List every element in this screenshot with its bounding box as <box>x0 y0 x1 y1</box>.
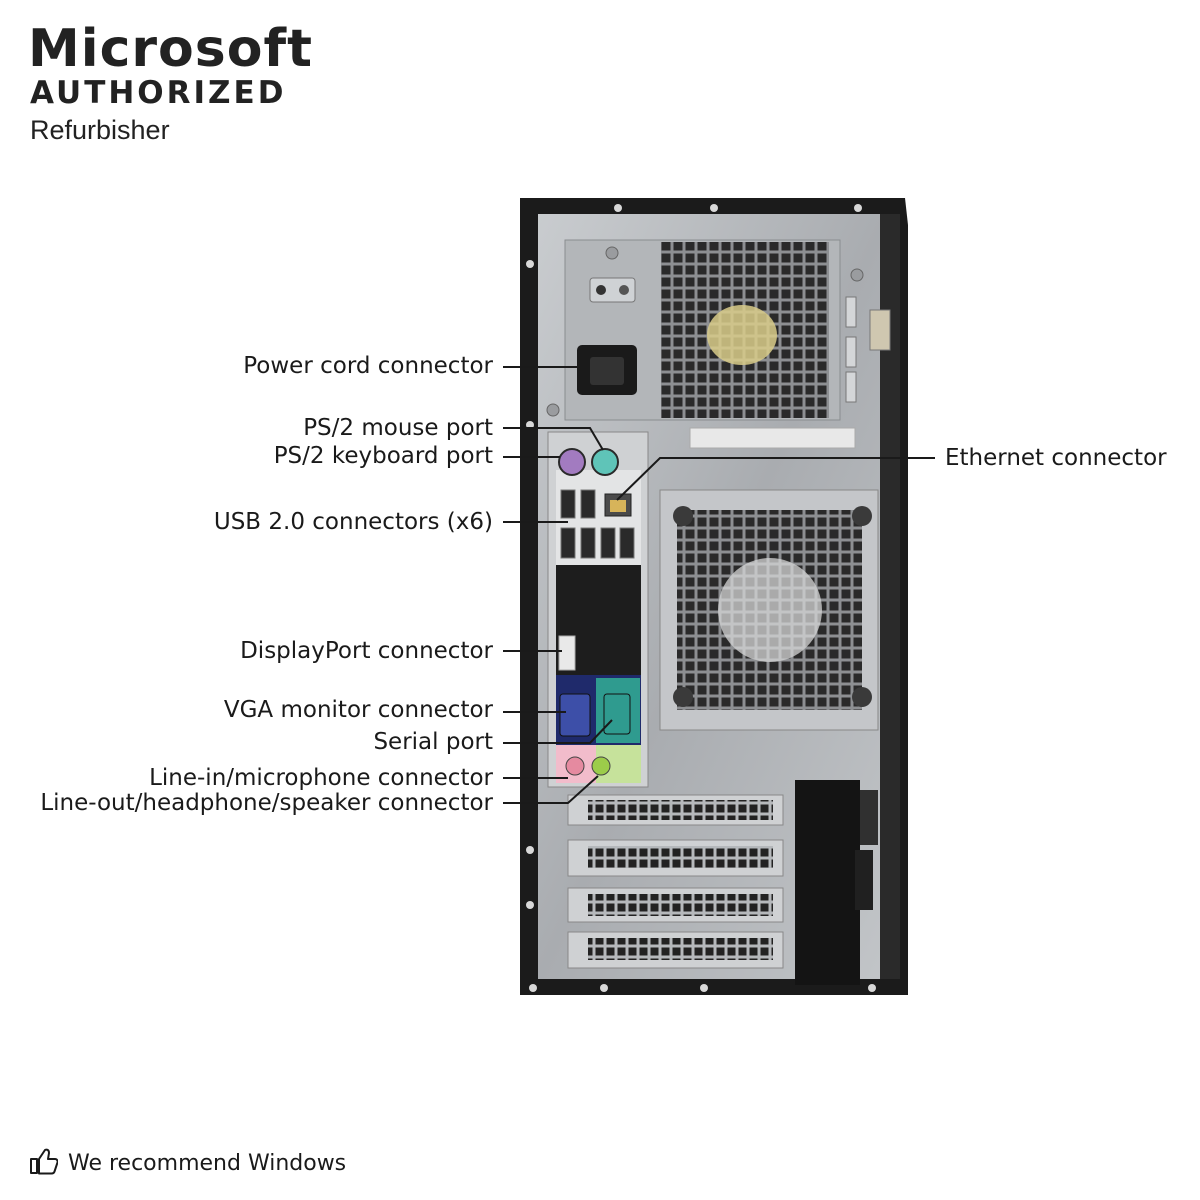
io-panel <box>547 431 649 788</box>
side-vents <box>845 296 891 403</box>
label-usb: USB 2.0 connectors (x6) <box>213 509 493 535</box>
label-serial: Serial port <box>373 729 493 755</box>
line-out-jack <box>591 756 611 776</box>
badge-authorized: AUTHORIZED <box>30 75 287 111</box>
line-ps2-mouse <box>503 427 604 451</box>
callout-lines <box>503 366 935 804</box>
slot-latch <box>795 780 878 985</box>
recommend-windows-footer: We recommend Windows <box>28 1146 346 1181</box>
line-in-jack <box>565 756 585 776</box>
line-serial <box>503 719 613 744</box>
footer-text: We recommend Windows <box>68 1151 347 1176</box>
microsoft-authorized-badge: Microsoft AUTHORIZED Refurbisher <box>28 22 313 150</box>
badge-brand: Microsoft <box>28 19 313 79</box>
vga-port <box>559 693 591 737</box>
label-ps2-keyboard: PS/2 keyboard port <box>273 443 493 469</box>
serial-port <box>603 693 631 735</box>
ps2-keyboard-port <box>558 448 586 476</box>
badge-subtitle: Refurbisher <box>30 115 170 145</box>
thumbs-up-icon <box>28 1146 59 1181</box>
frame-screws <box>526 204 876 992</box>
label-vga: VGA monitor connector <box>223 697 493 723</box>
displayport-port <box>558 635 576 671</box>
label-displayport: DisplayPort connector <box>240 638 493 664</box>
system-fan <box>659 489 879 731</box>
expansion-slots <box>567 794 784 969</box>
line-line-out <box>503 775 599 804</box>
power-supply <box>546 239 864 421</box>
label-power-cord: Power cord connector <box>243 353 493 379</box>
ps2-mouse-port <box>591 448 619 476</box>
label-ps2-mouse: PS/2 mouse port <box>303 415 493 441</box>
label-line-out: Line-out/headphone/speaker connector <box>40 790 493 816</box>
label-line-in: Line-in/microphone connector <box>149 765 493 791</box>
usb-ports <box>560 489 635 559</box>
service-label <box>689 427 856 449</box>
line-ethernet <box>616 457 935 501</box>
label-ethernet: Ethernet connector <box>945 445 1167 471</box>
